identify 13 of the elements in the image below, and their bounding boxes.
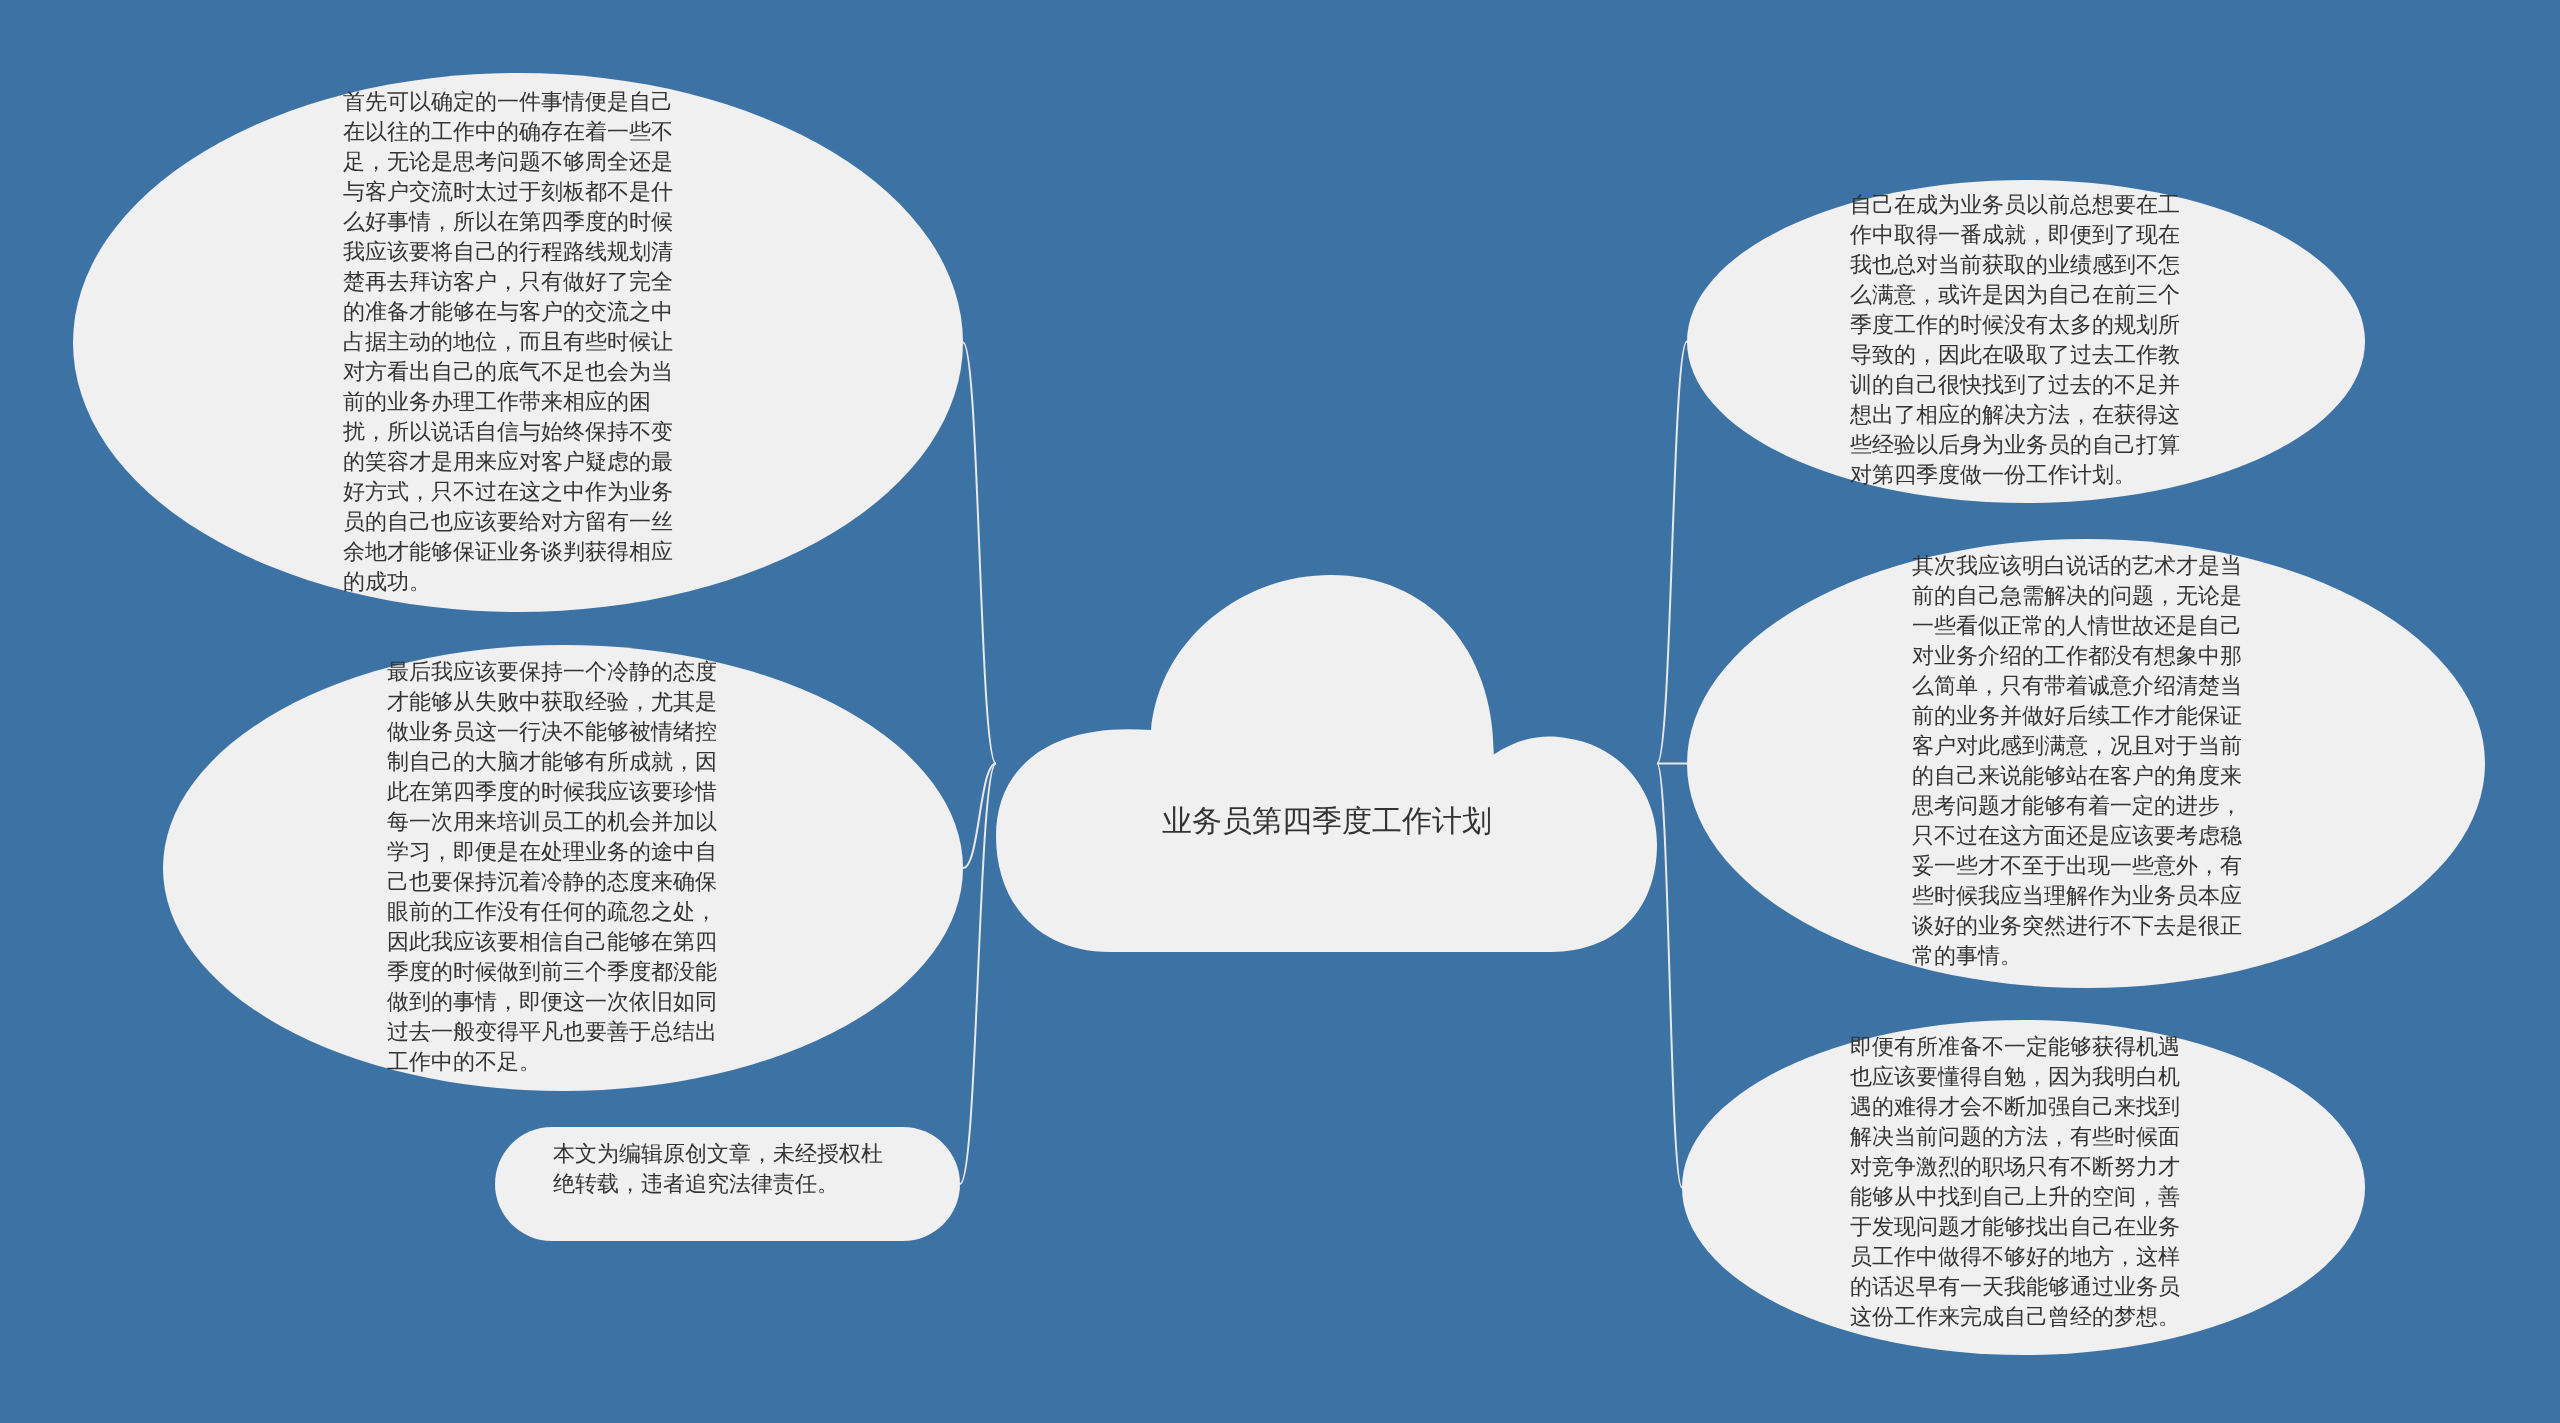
body-text: 首先可以确定的一件事情便是自己在以往的工作中的确存在着一些不足，无论是思考问题不够周全还是与客户交流时太过于刻板都不是什么好事情，所以在第四季度的时候我应该要将自己的行程路线规划清楚再去拜访客户，只有做好了完全的准备才能够在与客户的交流之中占据主动的地位，而且有些时候让对方看出自己的底气不足也会为当前的业务办理工作带来相应的困扰，所以说话自信与始终保持不变的笑容才是用来应对客户疑虑的最好方式，只不过在这之中作为业务员的自己也应该要给对方留有一丝余地才能够保证业务谈判获得相应的成功。 — [343, 88, 674, 596]
connector-line — [962, 341, 997, 765]
body-text: 本文为编辑原创文章，未经授权杜绝转载，违者追究法律责任。 — [553, 1140, 884, 1198]
title-text: 业务员第四季度工作计划 — [1160, 803, 1493, 839]
body-text: 即便有所准备不一定能够获得机遇也应该要懂得自勉，因为我明白机遇的难得才会不断加强自己来找到解决当前问题的方法，有些时候面对竞争激烈的职场只有不断努力才能够从中找到自己上升的空间，善于发现问题才能够找出自己在业务员工作中做得不够好的地方，这样的话迟早有一天我能够通过业务员这份工作来完成自己曾经的梦想。 — [1850, 1033, 2181, 1331]
body-text: 最后我应该要保持一个冷静的态度才能够从失败中获取经验，尤其是做业务员这一行决不能够被情绪控制自己的大脑才能够有所成就，因此在第四季度的时候我应该要珍惜每一次用来培训员工的机会并加以学习，即便是在处理业务的途中自己也要保持沉着冷静的态度来确保眼前的工作没有任何的疏忽之处，因此我应该要相信自己能够在第四季度的时候做到前三个季度都没能做到的事情，即便这一次依旧如同过去一般变得平凡也要善于总结出工作中的不足。 — [387, 658, 718, 1076]
connector-line — [1656, 340, 1688, 765]
connector-line — [1656, 762, 1683, 1189]
body-text: 自己在成为业务员以前总想要在工作中取得一番成就，即便到了现在我也总对当前获取的业绩感到不怎么满意，或许是因为自己在前三个季度工作的时候没有太多的规划所导致的，因此在吸取了过去工作教训的自己很快找到了过去的不足并想出了相应的解决方法，在获得这些经验以后身为业务员的自己打算对第四季度做一份工作计划。 — [1850, 191, 2181, 489]
connector-line — [959, 762, 997, 1185]
connector-line — [962, 762, 997, 869]
connector-line — [1656, 762, 1688, 765]
body-text: 其次我应该明白说话的艺术才是当前的自己急需解决的问题，无论是一些看似正常的人情世故还是自己对业务介绍的工作都没有想象中那么简单，只有带着诚意介绍清楚当前的业务并做好后续工作才能保证客户对此感到满意，况且对于当前的自己来说能够站在客户的角度来思考问题才能够有着一定的进步，只不过在这方面还是应该要考虑稳妥一些才不至于出现一些意外，有些时候我应当理解作为业务员本应谈好的业务突然进行不下去是很正常的事情。 — [1912, 552, 2243, 970]
